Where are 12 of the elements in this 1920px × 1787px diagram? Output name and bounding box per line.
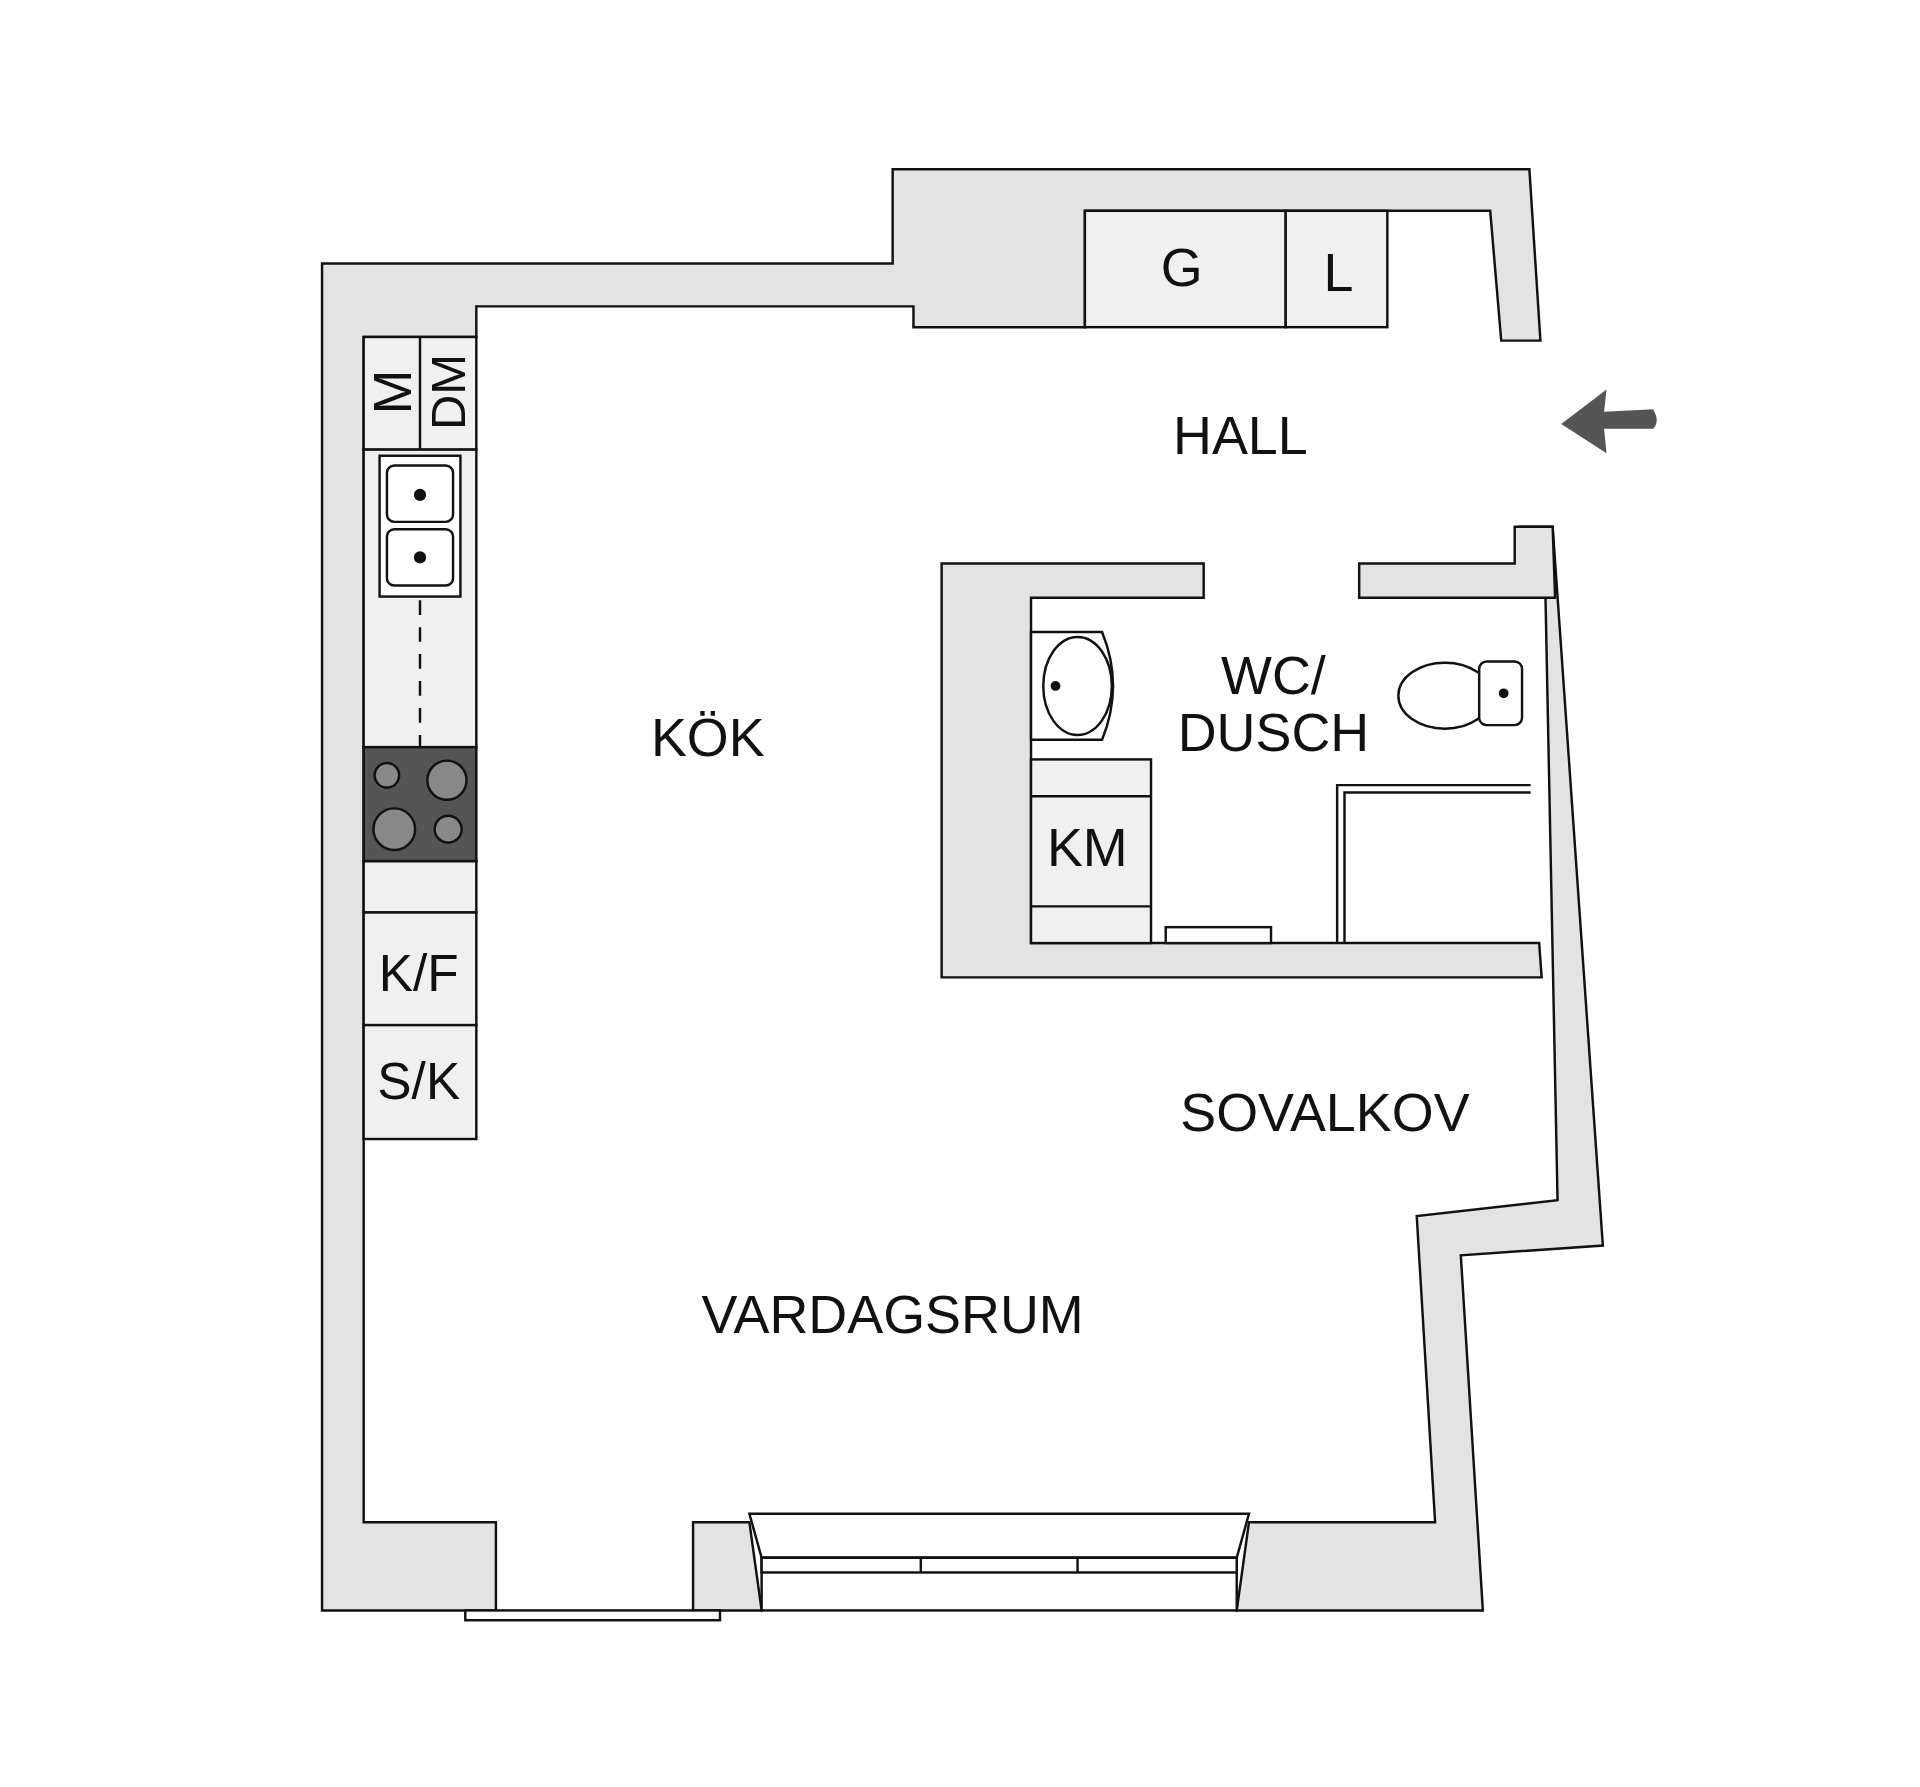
fixture-label: K/F: [378, 946, 459, 1001]
fixture-label: L: [1323, 243, 1354, 301]
room-label: WC/ DUSCH: [1177, 647, 1370, 761]
fixture-label: G: [1160, 238, 1203, 296]
fixture-label: M: [363, 369, 421, 415]
room-label: VARDAGSRUM: [701, 1285, 1084, 1343]
room-label: HALL: [1173, 406, 1308, 463]
fixture-label: DM: [423, 353, 476, 430]
room-label: SOVALKOV: [1180, 1083, 1470, 1141]
room-label: KÖK: [650, 708, 765, 766]
fixture-label: KM: [1046, 819, 1128, 876]
fixture-label: S/K: [377, 1054, 461, 1109]
